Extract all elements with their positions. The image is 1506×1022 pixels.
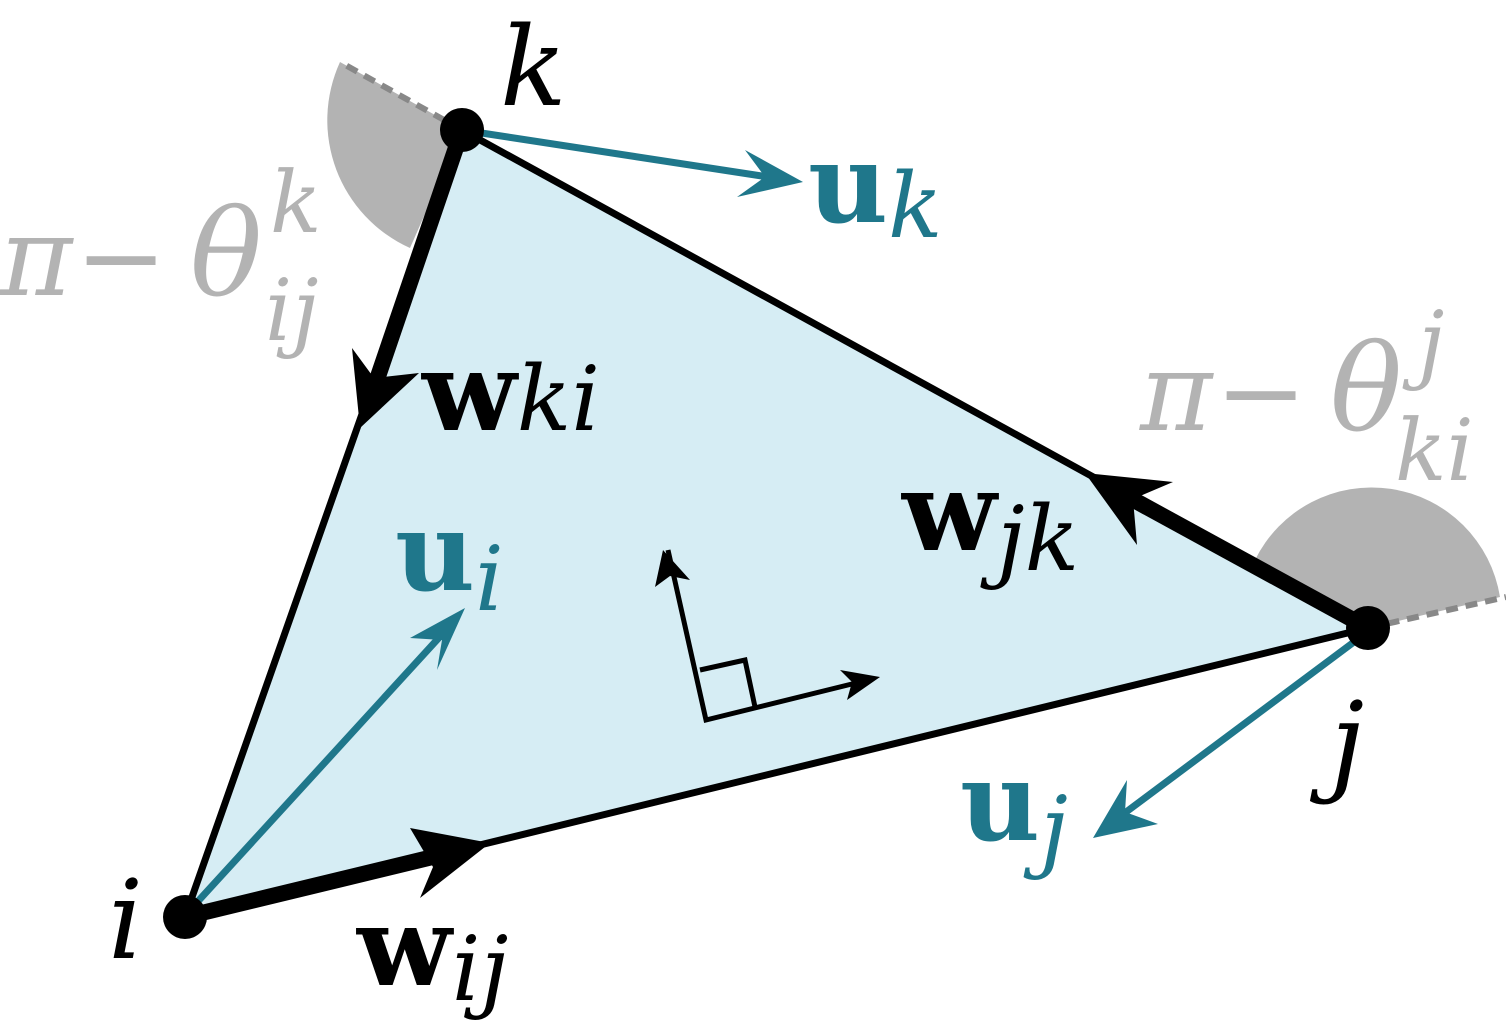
label-u-i: ui <box>395 487 504 632</box>
angle-label-j: π − θ j ki <box>1139 294 1474 501</box>
dashed-extension-k <box>338 59 464 133</box>
label-w-ki: wki <box>421 327 600 456</box>
local-frame <box>655 549 880 724</box>
angle-wedge-k <box>327 62 462 248</box>
dashed-extension-j <box>1367 594 1506 631</box>
edge-vector-w-ki-head <box>352 348 419 428</box>
vertex-dot-j <box>1346 606 1390 650</box>
svg-text:π: π <box>0 193 74 321</box>
edge-vector-w-ij-shaft <box>183 840 472 925</box>
vertex-vector-u-i-shaft <box>187 627 449 913</box>
svg-text:θ: θ <box>1330 320 1402 459</box>
svg-text:j: j <box>1402 294 1444 393</box>
frame-axes <box>665 549 861 724</box>
svg-text:θ: θ <box>190 185 262 324</box>
vertex-vector-u-j-shaft <box>1115 633 1365 821</box>
triangle-face <box>185 130 1368 917</box>
vertex-label-j: j <box>1309 678 1364 806</box>
label-u-k: uk <box>808 119 943 259</box>
edge-vector-w-ki-shaft <box>362 127 470 403</box>
svg-text:−: − <box>1215 328 1307 456</box>
vertex-label-k: k <box>500 3 567 131</box>
edge-vector-w-ij-head <box>410 828 490 898</box>
angle-label-k: π − θ k ij <box>0 154 322 361</box>
vertex-vector-u-k-head <box>737 150 803 197</box>
label-w-jk: wjk <box>901 447 1079 592</box>
label-u-j: uj <box>960 737 1068 882</box>
vertex-vector-u-i-head <box>410 608 465 670</box>
edge-vector-w-jk-shaft <box>1106 479 1372 636</box>
vertex-vector-u-j-head <box>1093 780 1158 838</box>
svg-text:π: π <box>1139 328 1214 456</box>
vertex-vector-u-k-shaft <box>461 126 776 182</box>
label-w-ij: wij <box>356 882 508 1022</box>
svg-text:ki: ki <box>1395 402 1474 501</box>
frame-arrow-right-head <box>840 670 880 700</box>
vertex-dot-i <box>163 895 207 939</box>
svg-text:−: − <box>75 193 167 321</box>
edge-vector-w-jk-head <box>1085 473 1173 545</box>
right-angle-marker <box>699 657 758 708</box>
frame-arrow-up-head <box>655 550 690 587</box>
vertex-label-i: i <box>108 856 143 984</box>
vertex-dot-k <box>440 108 484 152</box>
svg-text:k: k <box>270 154 322 253</box>
svg-text:ij: ij <box>265 262 319 361</box>
